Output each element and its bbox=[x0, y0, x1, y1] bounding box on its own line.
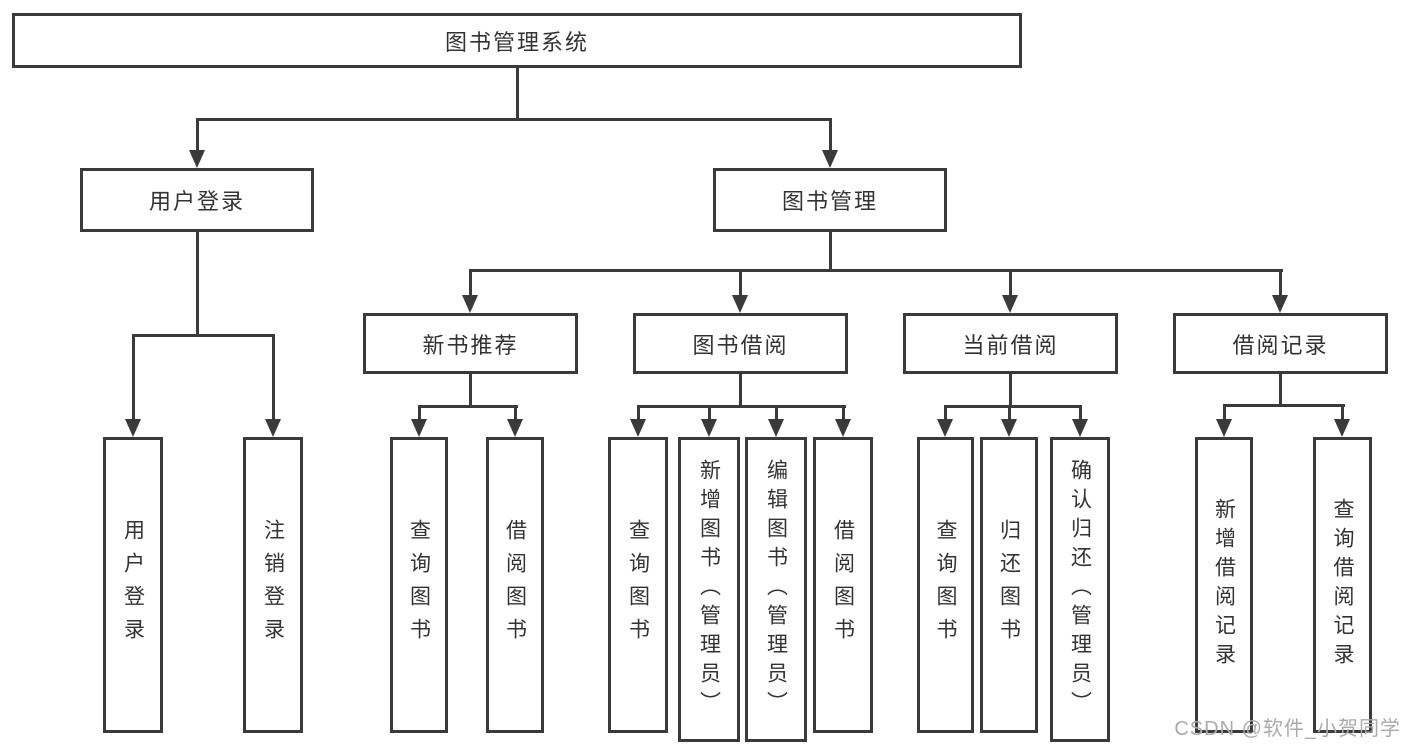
connector-line bbox=[636, 404, 846, 408]
leaf-query-books: 查询图书 bbox=[608, 437, 668, 733]
connector-line bbox=[131, 333, 275, 337]
leaf-label: 查询借阅记录 bbox=[1331, 498, 1354, 672]
arrow-down bbox=[630, 419, 646, 437]
leaf-add-borrow-record: 新增借阅记录 bbox=[1195, 437, 1253, 733]
connector-line bbox=[131, 333, 135, 421]
node-current-borrow: 当前借阅 bbox=[903, 313, 1118, 374]
connector-line bbox=[1222, 404, 1345, 407]
leaf-label: 借阅图书 bbox=[503, 519, 527, 651]
connector-line bbox=[636, 404, 640, 421]
arrow-down bbox=[125, 419, 141, 437]
connector-line bbox=[513, 404, 517, 421]
node-book-management: 图书管理 bbox=[713, 168, 947, 232]
connector-line bbox=[707, 404, 711, 421]
connector-line bbox=[738, 374, 742, 408]
arrow-down bbox=[1002, 295, 1018, 313]
arrow-down bbox=[1272, 295, 1288, 313]
leaf-label: 借阅图书 bbox=[831, 519, 855, 651]
connector-line bbox=[944, 404, 1082, 408]
connector-line bbox=[417, 404, 421, 421]
leaf-query-books: 查询图书 bbox=[390, 437, 448, 733]
node-book-borrow: 图书借阅 bbox=[633, 313, 848, 374]
connector-line bbox=[515, 68, 519, 120]
connector-line bbox=[1278, 374, 1282, 407]
leaf-label: 新增借阅记录 bbox=[1212, 498, 1236, 672]
leaf-label: 查询图书 bbox=[626, 519, 650, 651]
leaf-edit-books-admin: 编辑图书（管理员） bbox=[745, 437, 807, 742]
connector-line bbox=[468, 268, 1283, 272]
arrow-down bbox=[1001, 419, 1017, 437]
node-borrow-records: 借阅记录 bbox=[1173, 313, 1388, 374]
leaf-borrow-books: 借阅图书 bbox=[813, 437, 873, 733]
leaf-label: 新增图书（管理员） bbox=[697, 459, 721, 720]
leaf-label: 注销登录 bbox=[261, 519, 285, 651]
leaf-label: 查询图书 bbox=[407, 519, 431, 651]
leaf-user-login: 用户登录 bbox=[103, 437, 163, 733]
connector-line bbox=[774, 404, 778, 421]
connector-line bbox=[1222, 404, 1226, 420]
connector-line bbox=[195, 117, 199, 152]
connector-line bbox=[1008, 374, 1012, 408]
leaf-label: 确认归还（管理员） bbox=[1068, 459, 1092, 720]
arrow-down bbox=[937, 419, 953, 437]
connector-line bbox=[1008, 268, 1012, 297]
leaf-borrow-books: 借阅图书 bbox=[486, 437, 544, 733]
node-user-login: 用户登录 bbox=[80, 168, 314, 232]
arrow-down bbox=[265, 419, 281, 437]
arrow-down bbox=[701, 419, 717, 437]
arrow-down bbox=[835, 419, 851, 437]
connector-line bbox=[944, 404, 947, 421]
connector-line bbox=[271, 333, 275, 421]
node-library-system: 图书管理系统 bbox=[12, 13, 1022, 68]
leaf-logout: 注销登录 bbox=[243, 437, 303, 733]
arrow-down bbox=[1072, 419, 1088, 437]
leaf-return-books: 归还图书 bbox=[980, 437, 1038, 733]
connector-line bbox=[195, 117, 832, 121]
connector-line bbox=[1278, 268, 1282, 297]
leaf-confirm-return-admin: 确认归还（管理员） bbox=[1050, 437, 1110, 742]
leaf-label: 归还图书 bbox=[997, 519, 1021, 651]
arrow-down bbox=[1334, 419, 1350, 437]
connector-line bbox=[828, 117, 832, 152]
connector-line bbox=[841, 404, 845, 421]
leaf-query-books: 查询图书 bbox=[917, 437, 974, 733]
leaf-query-borrow-record: 查询借阅记录 bbox=[1313, 437, 1372, 733]
arrow-down bbox=[1216, 419, 1232, 437]
leaf-label: 查询图书 bbox=[934, 519, 957, 651]
node-new-book-recommend: 新书推荐 bbox=[363, 313, 578, 374]
csdn-watermark: CSDN @软件_小贺同学 bbox=[1174, 718, 1401, 740]
connector-line bbox=[417, 404, 518, 408]
connector-line bbox=[828, 232, 832, 271]
connector-line bbox=[468, 374, 472, 408]
arrow-down bbox=[462, 295, 478, 313]
arrow-down bbox=[189, 150, 205, 168]
leaf-add-books-admin: 新增图书（管理员） bbox=[678, 437, 740, 742]
arrow-down bbox=[507, 419, 523, 437]
connector-line bbox=[468, 268, 472, 297]
leaf-label: 编辑图书（管理员） bbox=[764, 459, 788, 720]
arrow-down bbox=[822, 150, 838, 168]
connector-line bbox=[738, 268, 742, 297]
connector-line bbox=[1007, 404, 1011, 421]
connector-line bbox=[195, 232, 199, 336]
arrow-down bbox=[732, 295, 748, 313]
arrow-down bbox=[411, 419, 427, 437]
leaf-label: 用户登录 bbox=[121, 519, 145, 651]
connector-line bbox=[1341, 404, 1344, 420]
connector-line bbox=[1078, 404, 1082, 421]
arrow-down bbox=[768, 419, 784, 437]
